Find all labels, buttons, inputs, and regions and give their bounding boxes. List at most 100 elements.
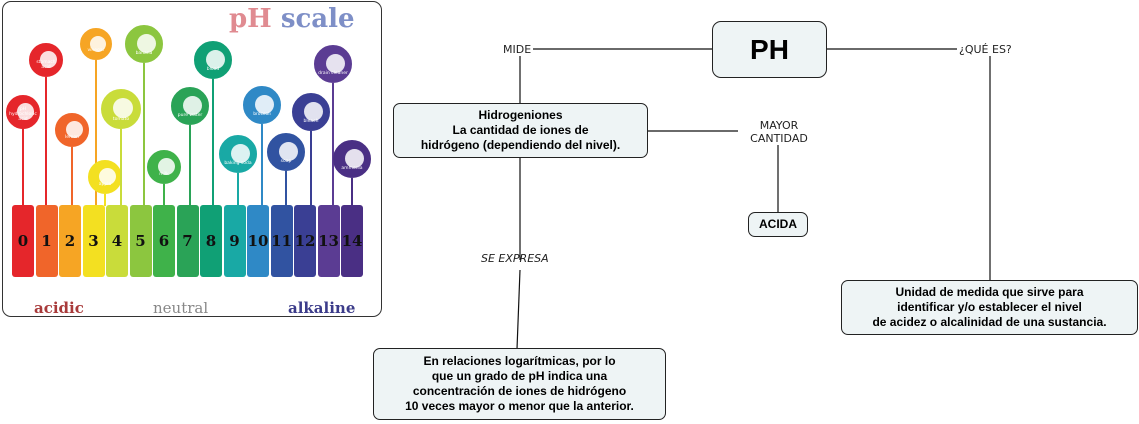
ph-item-picture [182, 95, 202, 115]
ph-key-number: 12 [294, 232, 316, 250]
edge-label-mide: MIDE [501, 43, 534, 56]
ph-key-10 [247, 205, 269, 277]
ph-key-7 [176, 205, 199, 277]
ph-item-picture [113, 98, 133, 118]
ph-item-stem [332, 83, 334, 206]
ph-item-label: milk [159, 172, 169, 177]
ph-item-picture [230, 143, 250, 163]
ph-key-4 [106, 205, 128, 277]
ph-key-number: 14 [341, 232, 363, 250]
ph-item-label: baking soda [224, 161, 252, 166]
ph-item-label: pure water [177, 113, 203, 118]
ph-item-bubble: banana [125, 25, 163, 63]
ph-item-bubble: vinegar [80, 28, 112, 60]
ph-item-stem [120, 129, 122, 206]
ph-item-bubble: milk [147, 150, 181, 184]
node-definicion-line2: identificar y/o establecer el nivel [897, 300, 1082, 314]
ph-item-bubble: blood [194, 41, 232, 79]
ph-key-number: 8 [205, 232, 217, 250]
node-acida-label: ACIDA [759, 217, 797, 231]
ph-key-6 [153, 205, 175, 277]
ph-key-number: 6 [158, 232, 170, 250]
label-alkaline: alkaline [288, 299, 356, 317]
node-definicion-line3: de acidez o alcalinidad de una sustancia… [872, 315, 1107, 329]
ph-key-number: 4 [111, 232, 123, 250]
node-logaritmica-line3: concentración de iones de hidrógeno [412, 384, 627, 398]
node-hidrogeniones[interactable]: Hidrogeniones La cantidad de iones de hi… [393, 103, 648, 158]
ph-key-number: 9 [229, 232, 240, 250]
edge-label-mayor-cantidad: MAYOR CANTIDAD [738, 119, 820, 145]
edge-label-se-expresa: SE EXPRESA [481, 252, 549, 265]
ph-key-13 [317, 205, 340, 277]
ph-item-picture [39, 51, 57, 69]
ph-key-8 [200, 205, 222, 277]
ph-item-bubble: broccoli [243, 86, 281, 124]
ph-key-1 [35, 205, 58, 277]
ph-item-label: tomato [112, 117, 130, 122]
ph-item-label: broccoli [253, 112, 271, 117]
ph-item-bubble: tomato [101, 89, 141, 129]
ph-item-stem [22, 129, 24, 206]
ph-item-picture [90, 35, 107, 52]
ph-item-picture [157, 158, 175, 176]
ph-item-stem [143, 63, 145, 206]
ph-item-stem [45, 77, 47, 206]
ph-item-picture [205, 49, 225, 69]
ph-item-picture [16, 103, 34, 121]
ph-item-label: blood [206, 67, 220, 72]
ph-key-3 [82, 205, 105, 277]
ph-item-bubble: drain cleaner [314, 45, 352, 83]
ph-item-stem [212, 79, 214, 206]
ph-item-picture [325, 53, 345, 73]
node-acida[interactable]: ACIDA [748, 212, 808, 237]
ph-item-picture [344, 148, 364, 168]
ph-key-number: 7 [182, 232, 193, 250]
ph-item-bubble: pH hydrochloric acid [6, 95, 40, 129]
ph-item-picture [278, 141, 298, 161]
ph-item-stem [285, 171, 287, 206]
ph-item-picture [136, 33, 156, 53]
ph-item-label: apple [98, 182, 112, 187]
node-logaritmica[interactable]: En relaciones logarítmicas, por lo que u… [373, 348, 666, 420]
node-hidrogeniones-line1: Hidrogeniones [478, 108, 563, 122]
ph-item-stem [261, 124, 263, 206]
edge-label-cantidad: CANTIDAD [750, 132, 808, 145]
node-definicion[interactable]: Unidad de medida que sirve para identifi… [841, 280, 1138, 335]
label-acidic: acidic [34, 299, 84, 317]
node-logaritmica-line4: 10 veces mayor o menor que la anterior. [405, 399, 634, 413]
ph-item-bubble: pure water [171, 87, 209, 125]
ph-key-2 [59, 205, 81, 277]
node-definicion-line1: Unidad de medida que sirve para [895, 285, 1084, 299]
central-node-ph[interactable]: PH [712, 21, 827, 78]
ph-key-number: 5 [135, 232, 146, 250]
ph-item-picture [98, 168, 116, 186]
ph-item-bubble: baking soda [219, 135, 257, 173]
ph-key-9 [223, 205, 246, 277]
ph-item-label: vinegar [87, 48, 105, 53]
ph-item-bubble: soap [267, 133, 305, 171]
ph-item-bubble: lemon [55, 113, 89, 147]
central-node-label: PH [750, 34, 789, 65]
ph-key-number: 10 [247, 232, 269, 250]
ph-item-picture [254, 94, 274, 114]
ph-item-label: stomach acid [36, 60, 56, 70]
ph-key-12 [294, 205, 316, 277]
ph-title-scale: scale [280, 4, 355, 34]
ph-key-number: 11 [271, 232, 292, 250]
ph-item-label: drain cleaner [318, 71, 348, 76]
ph-item-stem [310, 131, 312, 206]
ph-item-label: ammonia [341, 166, 363, 171]
ph-item-stem [163, 184, 165, 206]
ph-item-stem [104, 194, 106, 206]
ph-item-stem [71, 147, 73, 206]
ph-item-label: bleach [303, 119, 319, 124]
ph-item-label: banana [135, 51, 153, 56]
ph-key-11 [270, 205, 293, 277]
ph-item-bubble: bleach [292, 93, 330, 131]
ph-key-number: 2 [64, 232, 76, 250]
ph-key-14 [341, 205, 363, 277]
ph-key-number: 3 [88, 232, 99, 250]
ph-item-bubble: apple [88, 160, 122, 194]
node-logaritmica-line2: que un grado de pH indica una [431, 369, 608, 383]
